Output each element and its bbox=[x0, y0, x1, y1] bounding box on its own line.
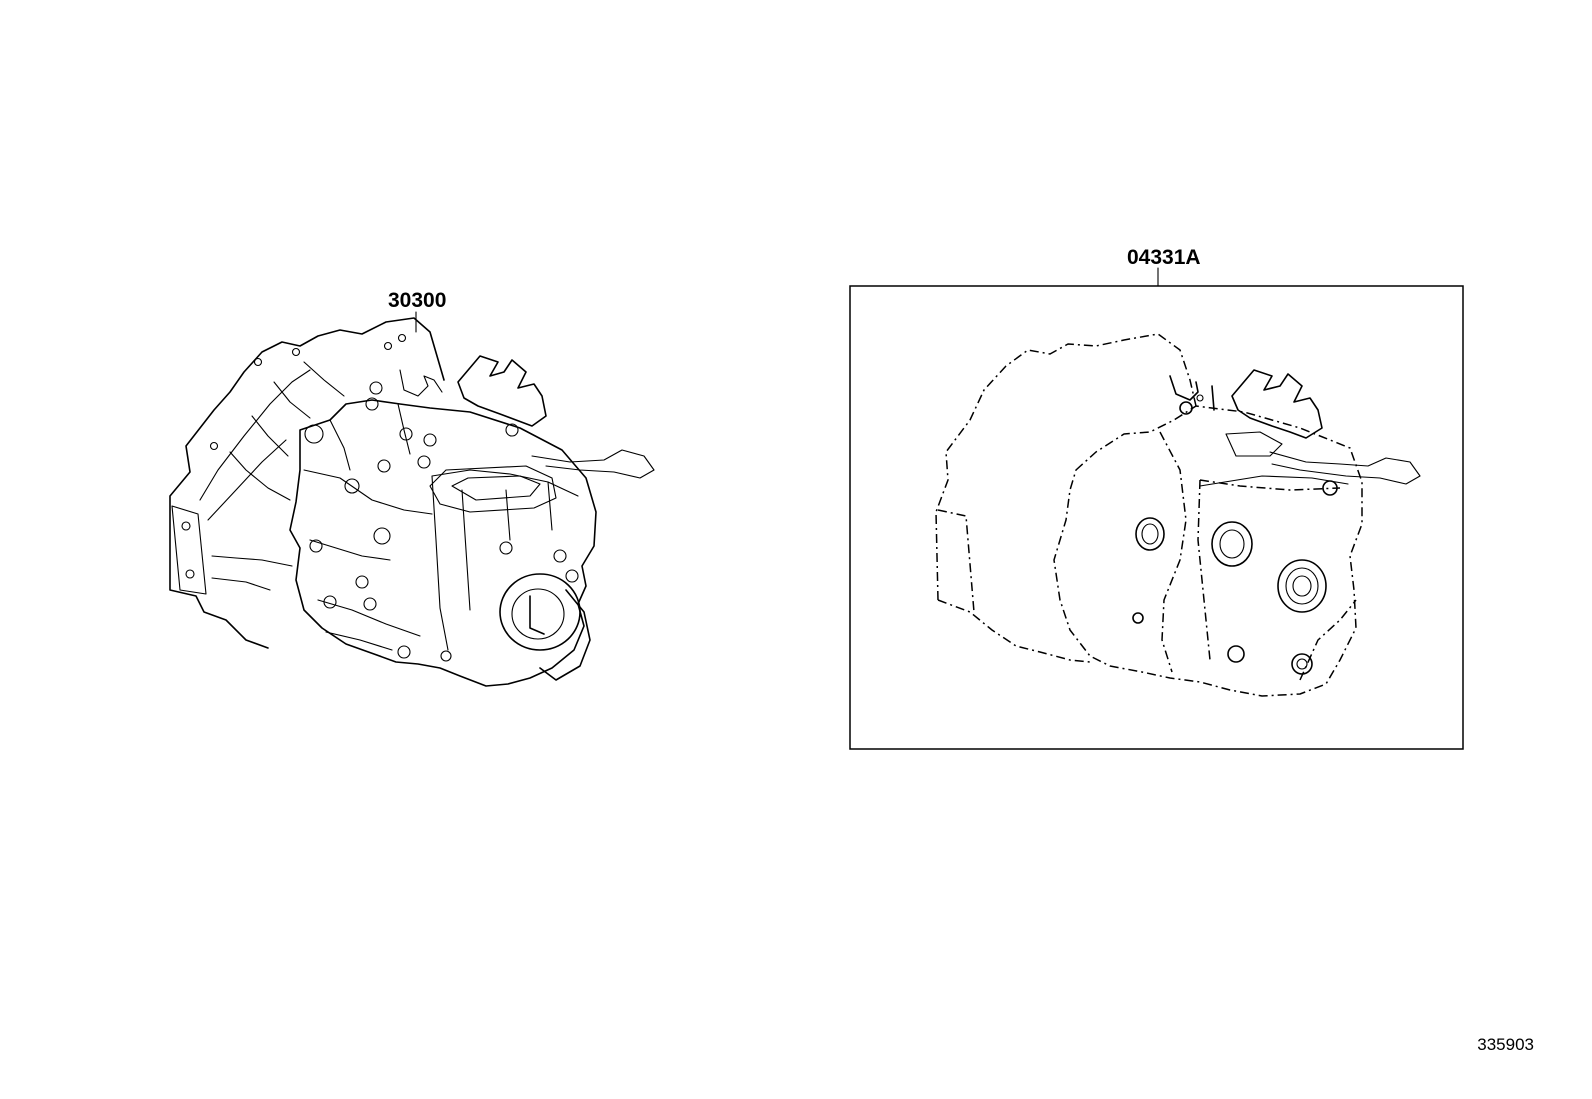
bolt-hole bbox=[397, 333, 407, 343]
kit-plug bbox=[1132, 612, 1144, 624]
shift-lever-bracket bbox=[457, 355, 547, 427]
bolt-hole bbox=[291, 347, 301, 357]
phantom-case bbox=[1053, 405, 1363, 697]
transaxle-assembly: 30300 bbox=[169, 289, 655, 687]
kit-gasket-inner bbox=[1296, 658, 1308, 670]
transaxle-overhaul-kit: 04331A bbox=[849, 246, 1464, 750]
bolt-hole bbox=[209, 441, 219, 451]
kit-pin bbox=[1196, 394, 1204, 402]
kit-shift-bracket bbox=[1231, 369, 1323, 439]
kit-shift-arm bbox=[1269, 451, 1421, 485]
oil-seal-large-inner bbox=[1285, 567, 1319, 605]
oil-seal-small-inner bbox=[1141, 523, 1159, 545]
output-seal bbox=[511, 588, 565, 640]
flange-bolt bbox=[181, 521, 191, 531]
axle-cover bbox=[539, 589, 591, 681]
kit-lever-plate bbox=[1225, 431, 1283, 457]
oil-seal-medium bbox=[1211, 521, 1253, 567]
oil-seal-medium-inner bbox=[1219, 529, 1245, 559]
select-lever bbox=[399, 369, 443, 397]
kit-plug bbox=[1322, 480, 1338, 496]
kit-case-seam bbox=[1199, 475, 1349, 487]
case-detail-lines bbox=[303, 403, 579, 651]
drawing-number: 335903 bbox=[1477, 1035, 1534, 1054]
phantom-bell-flange bbox=[937, 509, 975, 613]
kit-frame bbox=[849, 285, 1464, 750]
oil-seal-small bbox=[1135, 517, 1165, 551]
phantom-case-detail bbox=[1159, 431, 1357, 681]
bolt-hole bbox=[253, 357, 263, 367]
shift-tower bbox=[429, 465, 557, 513]
mounting-flange bbox=[171, 505, 207, 595]
part-label-04331A[interactable]: 04331A bbox=[1127, 246, 1201, 269]
oil-seal-large bbox=[1277, 559, 1327, 613]
phantom-bell-housing bbox=[935, 333, 1197, 663]
flange-bolt bbox=[185, 569, 195, 579]
output-flange bbox=[499, 573, 581, 651]
bell-housing-ribs bbox=[199, 361, 345, 591]
transmission-case-outline bbox=[289, 399, 597, 687]
shift-lever-arm bbox=[531, 449, 655, 479]
kit-drain-plug bbox=[1227, 645, 1245, 663]
part-label-30300[interactable]: 30300 bbox=[388, 289, 446, 312]
kit-plug bbox=[1179, 401, 1193, 415]
case-bolts bbox=[304, 381, 579, 662]
bolt-hole bbox=[383, 341, 393, 351]
output-shaft-mark bbox=[529, 595, 545, 635]
oil-seal-large-core bbox=[1292, 575, 1312, 597]
bell-housing-outline bbox=[169, 317, 445, 649]
kit-gasket bbox=[1291, 653, 1313, 675]
kit-selector-lever bbox=[1169, 375, 1215, 411]
